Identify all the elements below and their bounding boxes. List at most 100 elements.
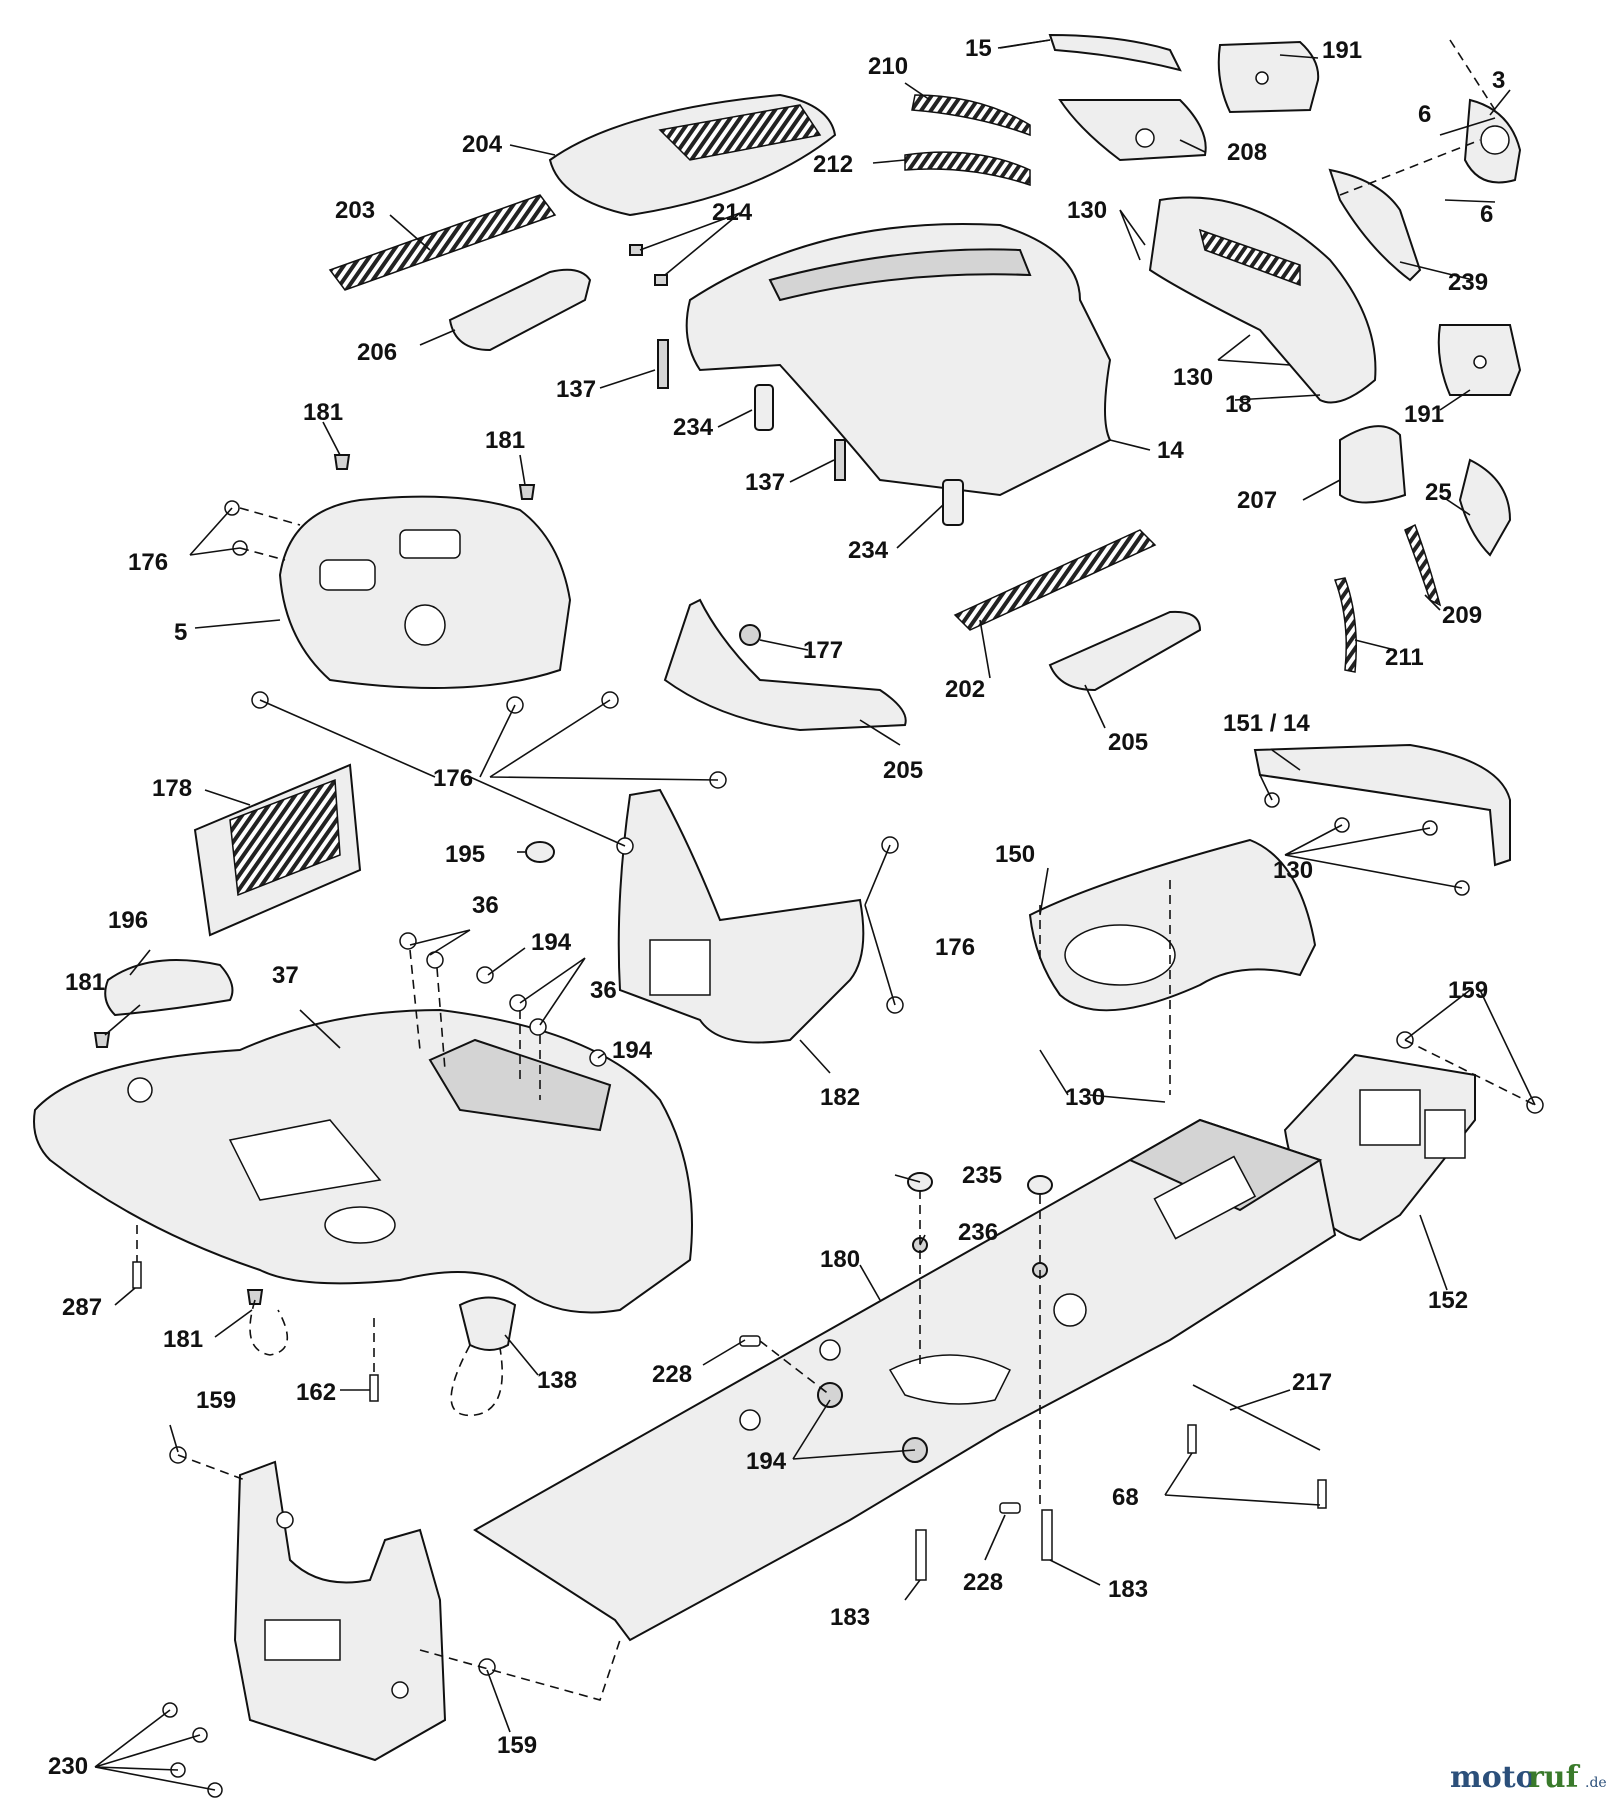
part-183-bolt-b bbox=[1041, 1509, 1053, 1561]
callout-18: 18 bbox=[1225, 391, 1252, 418]
callout-183-b: 183 bbox=[1108, 1576, 1148, 1603]
part-183-bolt-a bbox=[915, 1529, 927, 1581]
callout-194-a: 194 bbox=[531, 929, 572, 956]
callout-6-top: 6 bbox=[1418, 101, 1431, 128]
callout-68: 68 bbox=[1112, 1484, 1139, 1511]
part-235-bushing-b bbox=[1027, 1175, 1053, 1195]
part-182-front-cover bbox=[617, 788, 865, 1044]
part-234-spacer-b bbox=[942, 479, 964, 526]
callout-234-b: 234 bbox=[848, 537, 889, 564]
callout-159-c: 159 bbox=[497, 1732, 537, 1759]
part-217-rod bbox=[1192, 1384, 1321, 1451]
callout-6-right: 6 bbox=[1480, 201, 1493, 228]
callout-183-a: 183 bbox=[830, 1604, 870, 1631]
part-137-strip-a bbox=[657, 339, 669, 389]
part-138-boot bbox=[458, 1296, 517, 1351]
callout-5: 5 bbox=[174, 619, 187, 646]
part-162-screw bbox=[369, 1374, 379, 1402]
callout-236: 236 bbox=[958, 1219, 998, 1246]
part-68-bolt-b bbox=[1317, 1479, 1327, 1509]
callout-177: 177 bbox=[803, 637, 843, 664]
callout-204: 204 bbox=[462, 131, 503, 158]
callout-214: 214 bbox=[712, 199, 753, 226]
svg-text:moto: moto bbox=[1450, 1760, 1536, 1795]
callout-194-c: 194 bbox=[746, 1448, 787, 1475]
part-207-lamp-housing bbox=[1339, 425, 1407, 504]
part-206-duct bbox=[448, 268, 592, 352]
callout-203: 203 bbox=[335, 197, 375, 224]
part-230-rear-bracket bbox=[233, 1460, 447, 1762]
part-202-rail bbox=[953, 529, 1157, 631]
callout-37: 37 bbox=[272, 962, 299, 989]
callout-176-c: 176 bbox=[935, 934, 975, 961]
callout-15: 15 bbox=[965, 35, 992, 62]
part-137-strip-b bbox=[834, 439, 846, 481]
part-214-clip bbox=[629, 244, 643, 256]
part-195-plug bbox=[525, 841, 555, 863]
part-36-bolt-d bbox=[529, 1018, 547, 1036]
part-239-bracket bbox=[1328, 168, 1422, 282]
callout-235: 235 bbox=[962, 1162, 1002, 1189]
part-194-nut-c bbox=[817, 1382, 843, 1408]
part-36-bolt-c bbox=[509, 994, 527, 1012]
callout-230: 230 bbox=[48, 1753, 88, 1780]
callout-217: 217 bbox=[1292, 1369, 1332, 1396]
callout-180: 180 bbox=[820, 1246, 860, 1273]
part-212-grille bbox=[904, 151, 1031, 187]
part-194-nut-a bbox=[476, 966, 494, 984]
callout-130-mid: 130 bbox=[1173, 364, 1213, 391]
callout-14: 14 bbox=[1157, 437, 1184, 464]
part-209-grille bbox=[1404, 523, 1442, 607]
callout-239: 239 bbox=[1448, 269, 1488, 296]
part-211-grille bbox=[1333, 577, 1357, 673]
callout-181-c: 181 bbox=[65, 969, 105, 996]
callout-208: 208 bbox=[1227, 139, 1267, 166]
svg-text:ruf: ruf bbox=[1528, 1760, 1581, 1795]
callout-176-a: 176 bbox=[128, 549, 168, 576]
callout-137-a: 137 bbox=[556, 376, 596, 403]
callout-36-b: 36 bbox=[590, 977, 617, 1004]
callout-202: 202 bbox=[945, 676, 985, 703]
part-210-grille bbox=[911, 94, 1031, 137]
part-5-console bbox=[278, 495, 572, 689]
part-196-emblem bbox=[104, 959, 234, 1017]
callout-182: 182 bbox=[820, 1084, 860, 1111]
callout-211: 211 bbox=[1385, 644, 1424, 671]
part-68-bolt-a bbox=[1187, 1424, 1197, 1454]
part-287-screw bbox=[132, 1261, 142, 1289]
callout-210: 210 bbox=[868, 53, 908, 80]
part-205-bracket bbox=[663, 598, 907, 732]
part-181-clip-a bbox=[333, 454, 351, 470]
callout-181-d: 181 bbox=[163, 1326, 203, 1353]
callout-195: 195 bbox=[445, 841, 485, 868]
callout-138: 138 bbox=[537, 1367, 577, 1394]
callout-209: 209 bbox=[1442, 602, 1482, 629]
part-177-grommet bbox=[739, 624, 761, 646]
callout-228-a: 228 bbox=[652, 1361, 692, 1388]
callout-162: 162 bbox=[296, 1379, 336, 1406]
watermark-logo: moto ruf .de bbox=[1450, 1760, 1607, 1795]
callout-25: 25 bbox=[1425, 479, 1452, 506]
callout-207: 207 bbox=[1237, 487, 1277, 514]
callout-234-a: 234 bbox=[673, 414, 714, 441]
svg-text:.de: .de bbox=[1585, 1775, 1607, 1791]
callout-205-bracket: 205 bbox=[883, 757, 923, 784]
callout-228-b: 228 bbox=[963, 1569, 1003, 1596]
callout-181-b: 181 bbox=[485, 427, 525, 454]
callout-181-a: 181 bbox=[303, 399, 343, 426]
part-181-clip-d bbox=[246, 1289, 264, 1305]
part-36-bolt-b bbox=[426, 951, 444, 969]
part-234-spacer-a bbox=[754, 384, 774, 431]
callout-212: 212 bbox=[813, 151, 853, 178]
callout-287: 287 bbox=[62, 1294, 102, 1321]
callout-130-top: 130 bbox=[1067, 197, 1107, 224]
callout-205-upper: 205 bbox=[1108, 729, 1148, 756]
callout-191-right: 191 bbox=[1404, 401, 1444, 428]
callout-36-a: 36 bbox=[472, 892, 499, 919]
part-25-lens bbox=[1458, 458, 1512, 557]
callout-150: 150 bbox=[995, 841, 1035, 868]
callout-194-b: 194 bbox=[612, 1037, 653, 1064]
part-208-bracket bbox=[1058, 99, 1207, 162]
part-15-trim bbox=[1048, 33, 1182, 72]
callout-159-a: 159 bbox=[1448, 977, 1488, 1004]
